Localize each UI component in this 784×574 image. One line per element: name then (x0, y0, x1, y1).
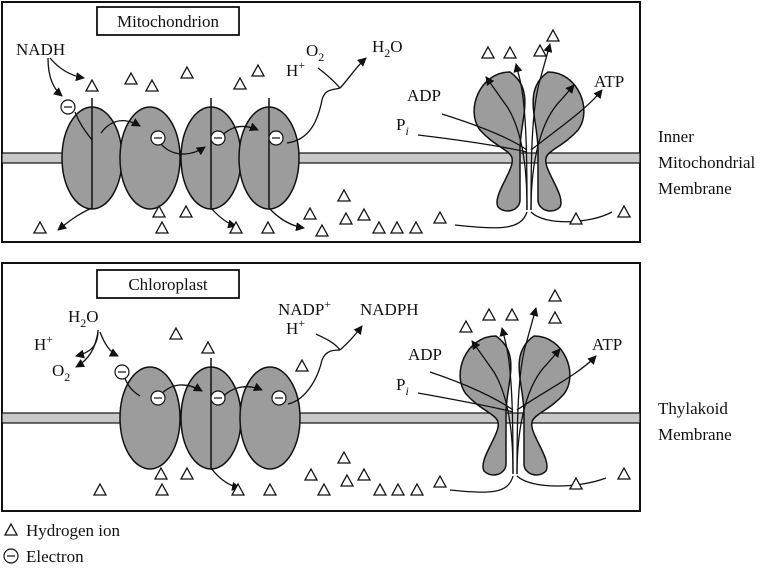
chloro-pi-label: Pi (396, 375, 409, 398)
thylakoid-membrane (1, 412, 641, 424)
mito-pi-label: Pi (396, 115, 409, 138)
mito-o2-label: O2 (306, 41, 324, 64)
mito-h-plus-label: H+ (286, 58, 305, 80)
inner-membrane-label-1: Inner (658, 127, 694, 146)
inner-membrane (1, 152, 641, 164)
thylakoid-membrane-label-2: Membrane (658, 425, 732, 444)
chloro-adp-label: ADP (408, 345, 442, 364)
chloroplast-title: Chloroplast (128, 275, 208, 294)
inner-membrane-label-3: Membrane (658, 179, 732, 198)
nadh-label: NADH (16, 40, 65, 59)
mitochondrion-title: Mitochondrion (117, 12, 219, 31)
chloro-o2-label: O2 (52, 361, 70, 384)
inner-membrane-label-2: Mitochondrial (658, 153, 756, 172)
mito-atp-synthase (473, 71, 585, 212)
chloro-h2o-label: H2O (68, 307, 99, 330)
thylakoid-membrane-label-1: Thylakoid (658, 399, 728, 418)
mitochondrion-title-box (96, 6, 240, 36)
mito-hydrogen-ions (32, 28, 632, 237)
mito-electrons (60, 99, 284, 146)
chloro-complexes (119, 366, 301, 470)
legend-electron: Electron (26, 547, 84, 566)
legend-hydrogen-ion: Hydrogen ion (26, 521, 120, 540)
mito-adp-label: ADP (407, 86, 441, 105)
chloro-h-plus-label: H+ (34, 332, 53, 354)
chloro-h-plus2-label: H+ (286, 316, 305, 338)
nadph-label: NADPH (360, 300, 419, 319)
mito-atp-label: ATP (594, 72, 624, 91)
mito-h2o-label: H2O (372, 37, 403, 60)
legend: Hydrogen ion Electron (3, 521, 120, 566)
hydrogen-ion-legend-icon (3, 522, 19, 536)
chloro-atp-label: ATP (592, 335, 622, 354)
chloroplast-panel: Chloroplast (1, 262, 641, 512)
mitochondrion-panel: Mitochondrion (1, 1, 641, 243)
chloro-hydrogen-ions (92, 288, 632, 496)
chloroplast-title-box (96, 269, 240, 299)
nadp-plus-label: NADP+ (278, 297, 331, 319)
chloro-electrons (114, 364, 287, 406)
